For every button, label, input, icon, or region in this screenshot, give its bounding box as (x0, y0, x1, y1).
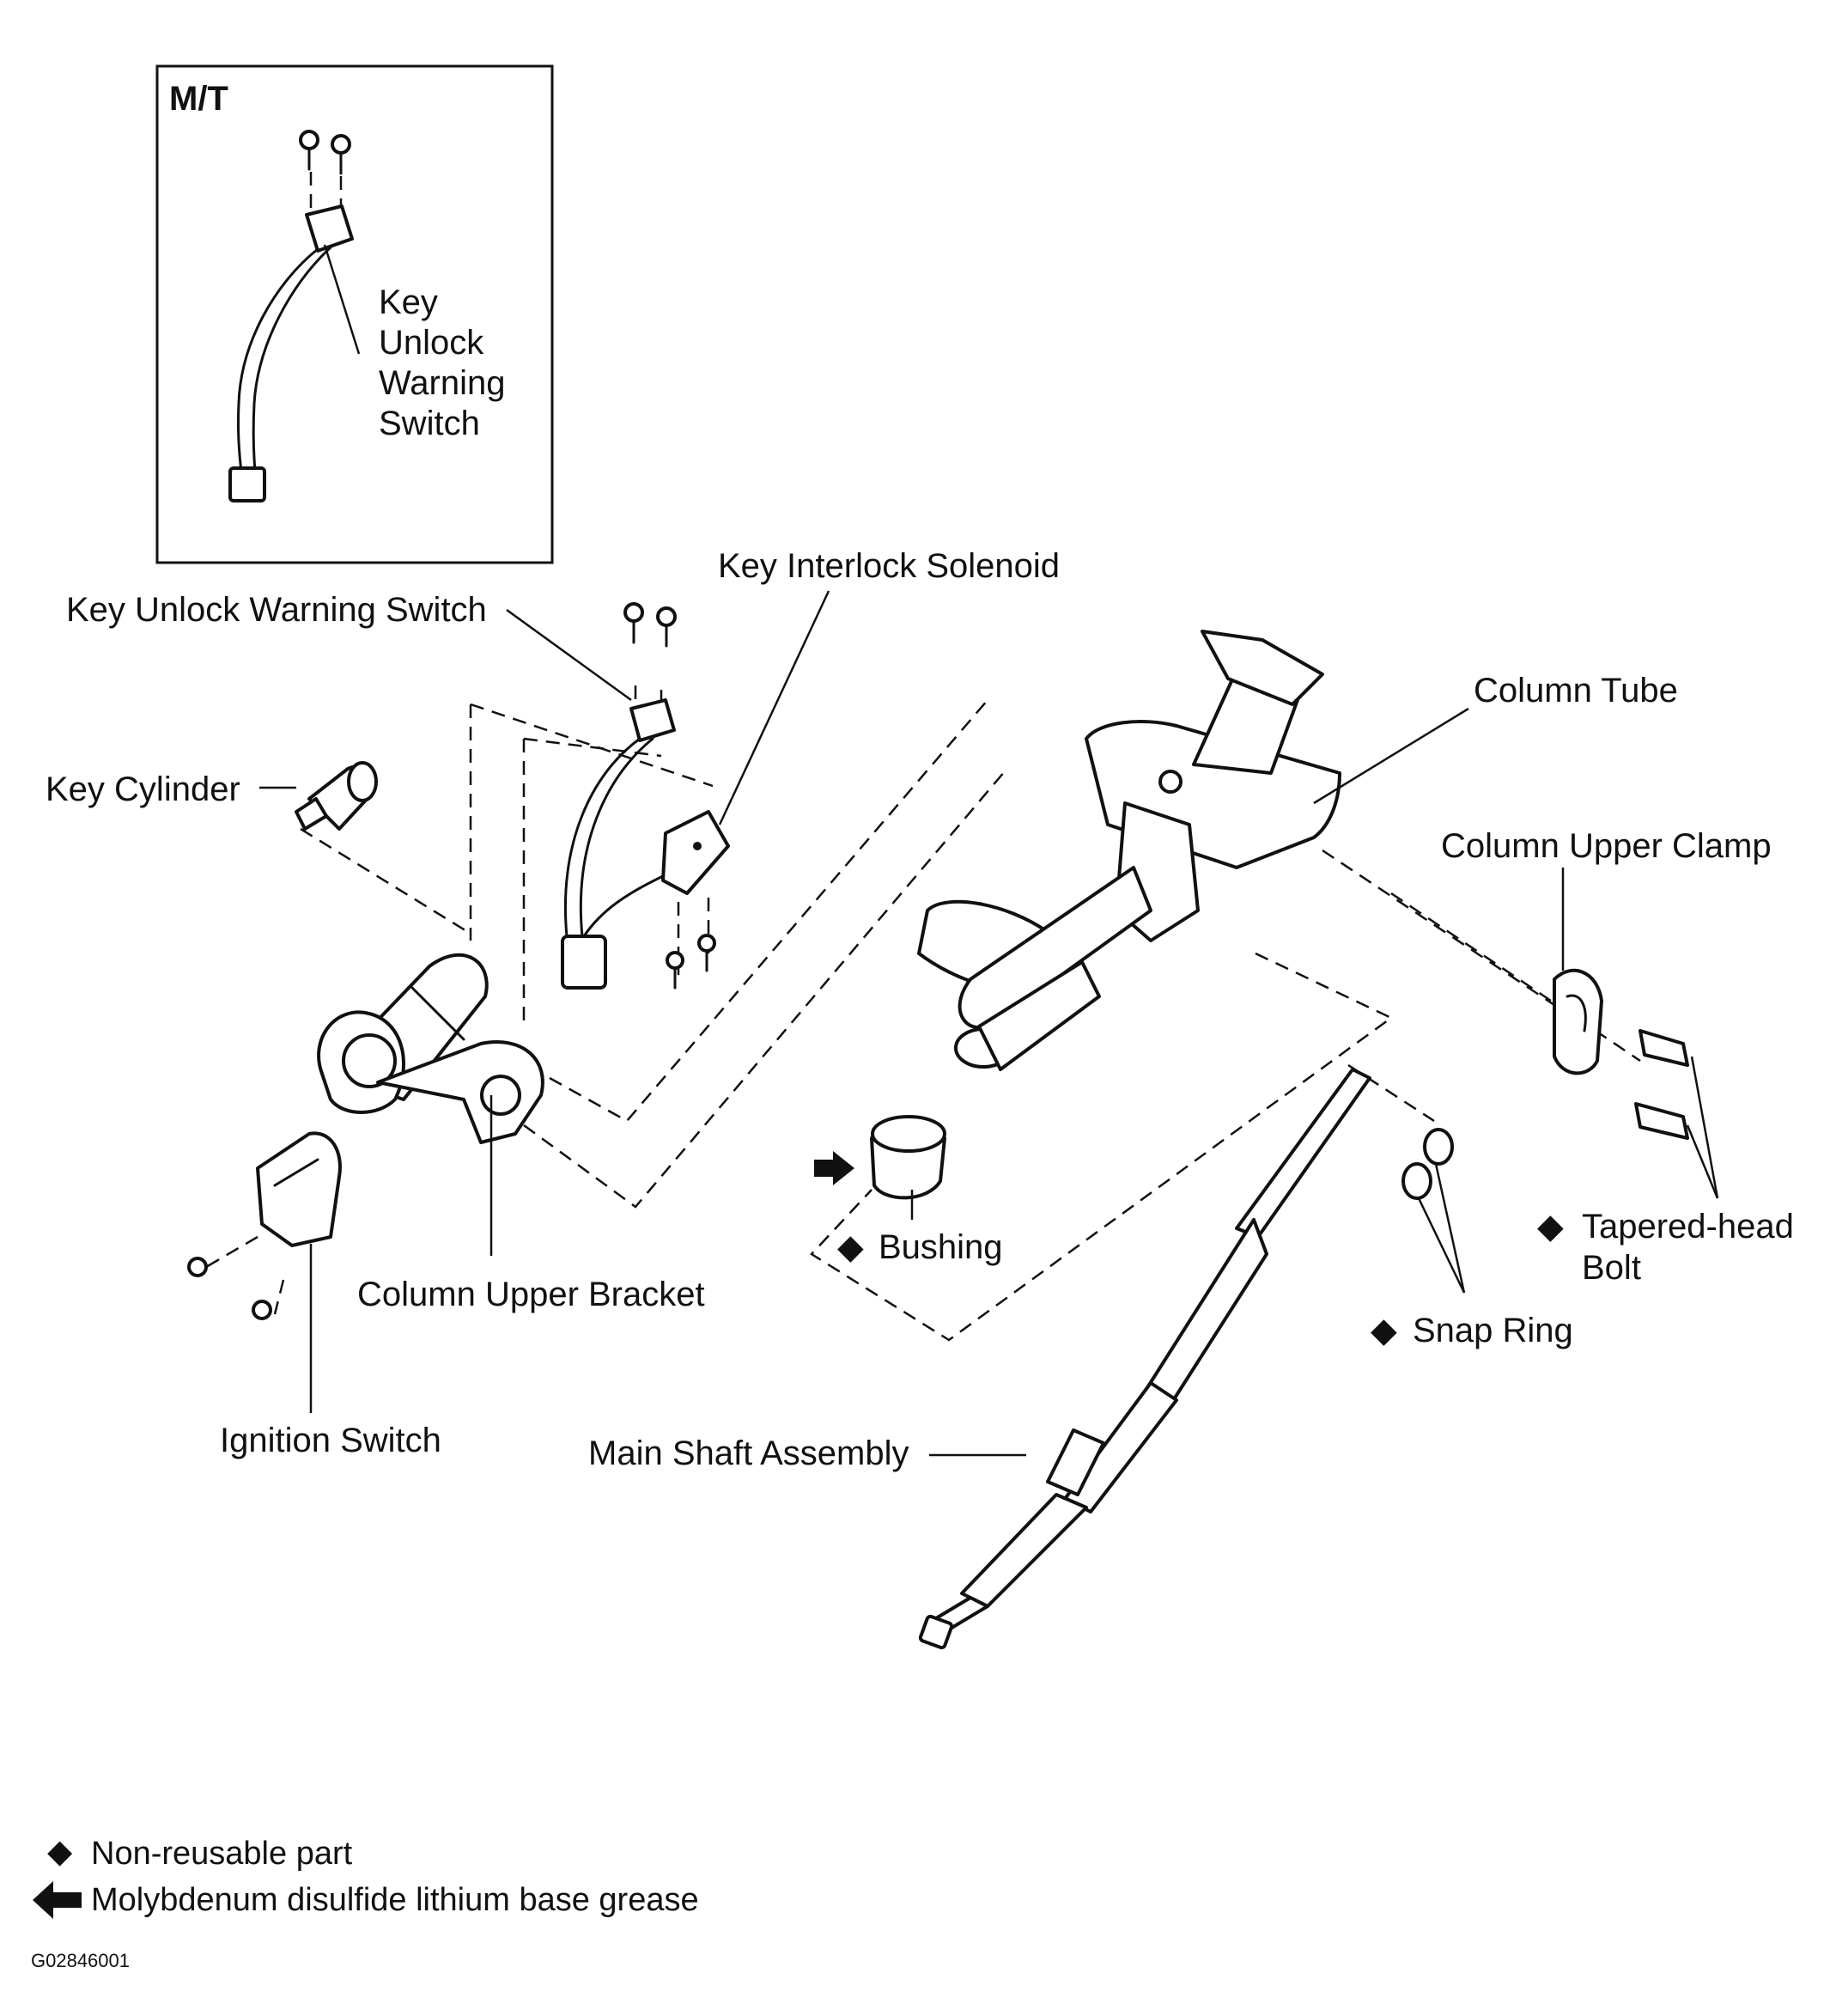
bushing-diamond: ◆ (837, 1228, 864, 1266)
label-key-cylinder: Key Cylinder (46, 770, 240, 808)
label-tapered-head-bolt-line-1: Tapered-head (1582, 1208, 1794, 1246)
snap-ring-icon (1401, 1128, 1454, 1200)
legend-arrow-icon (33, 1881, 82, 1919)
label-key-unlock-warning-switch: Key Unlock Warning Switch (66, 591, 487, 629)
key-interlock-solenoid-icon (582, 810, 730, 990)
label-tapered-head-bolt-line-2: Bolt (1582, 1249, 1641, 1287)
mt-inset: M/T Key Unlock Warning Switch (155, 64, 554, 564)
label-key-interlock-solenoid: Key Interlock Solenoid (718, 547, 1060, 585)
inset-label-line-4: Switch (379, 405, 480, 442)
main-shaft-assembly-icon (918, 1068, 1371, 1650)
label-bushing: Bushing (879, 1228, 1003, 1266)
label-ignition-switch: Ignition Switch (220, 1422, 441, 1459)
figure-code: G02846001 (31, 1950, 130, 1971)
legend-grease: Molybdenum disulfide lithium base grease (91, 1882, 699, 1918)
grease-arrow-icon (814, 1151, 854, 1185)
part-labels: Key Interlock Solenoid Key Unlock Warnin… (46, 547, 1794, 1472)
inset-label-line-1: Key (379, 283, 438, 321)
column-tube-icon (917, 630, 1341, 1071)
column-upper-bracket-icon (317, 953, 544, 1144)
legend: ◆ Non-reusable part Molybdenum disulfide… (31, 1834, 699, 1971)
label-main-shaft-assembly: Main Shaft Assembly (588, 1434, 909, 1472)
legend-non-reusable: Non-reusable part (91, 1836, 353, 1872)
key-cylinder-icon (295, 761, 378, 831)
legend-diamond-icon: ◆ (47, 1834, 73, 1870)
label-column-upper-bracket: Column Upper Bracket (357, 1276, 705, 1313)
inset-key-unlock-warning-switch-icon (228, 204, 361, 502)
inset-title: M/T (169, 80, 228, 118)
snap-ring-diamond: ◆ (1371, 1312, 1397, 1349)
label-column-tube: Column Tube (1474, 672, 1678, 710)
bushing-icon (870, 1115, 946, 1200)
label-snap-ring: Snap Ring (1413, 1312, 1573, 1349)
column-upper-clamp-icon (1553, 968, 1603, 1075)
inset-label-line-3: Warning (379, 364, 505, 402)
label-column-upper-clamp: Column Upper Clamp (1441, 827, 1772, 865)
ignition-switch-icon (187, 1131, 342, 1320)
inset-screws-icon (299, 130, 351, 215)
leader-lines (259, 590, 1719, 1457)
tapered-head-bolt-icon (1634, 1029, 1689, 1140)
tapered-head-bolt-diamond: ◆ (1537, 1208, 1564, 1246)
inset-label-line-2: Unlock (379, 324, 484, 362)
